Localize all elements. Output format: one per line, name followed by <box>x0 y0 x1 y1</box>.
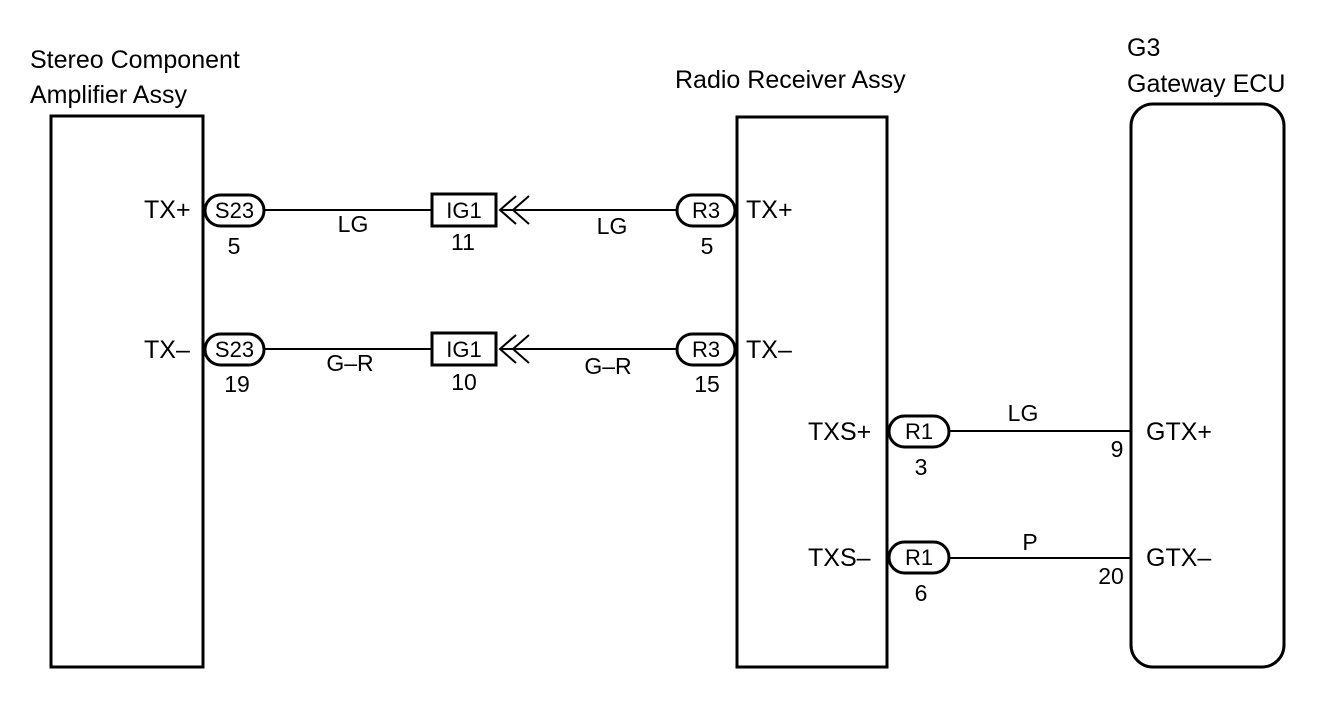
junction-ig1 <box>430 192 498 228</box>
amp-pin-label-tx-minus: TX– <box>144 336 190 364</box>
amp-pin-number: 5 <box>228 233 241 259</box>
gateway-pin-label-gtx-minus: GTX– <box>1146 544 1211 572</box>
circuit-txs-plus: TXS+ R1 3 LG 9 GTX+ <box>808 400 1212 480</box>
wire-color-left: G–R <box>326 350 373 376</box>
gateway-ecu-box <box>1129 102 1286 669</box>
connector-r3-tx-minus <box>675 332 737 367</box>
gateway-pin-label-gtx-plus: GTX+ <box>1146 418 1212 446</box>
radio-pin-label-tx-minus: TX– <box>746 336 792 364</box>
amp-pin-label-tx-plus: TX+ <box>144 196 191 224</box>
radio-receiver-box <box>735 115 889 669</box>
junction-pin-number: 10 <box>451 369 477 395</box>
radio-pin-number: 5 <box>701 233 714 259</box>
connector-s23-label: S23 <box>215 198 254 223</box>
connector-r1-label: R1 <box>905 545 933 570</box>
amplifier-title-line2: Amplifier Assy <box>30 81 187 109</box>
connector-r3-label: R3 <box>692 198 720 223</box>
radio-pin-number: 6 <box>915 580 928 606</box>
gateway-pin-number: 20 <box>1098 563 1124 589</box>
junction-label: IG1 <box>446 337 481 362</box>
connector-s23-label: S23 <box>215 337 254 362</box>
gateway-title: Gateway ECU <box>1127 70 1285 98</box>
connector-r3-tx-plus <box>675 193 737 228</box>
radio-pin-number: 3 <box>915 454 928 480</box>
wire-color-left: LG <box>338 211 369 237</box>
gateway-code: G3 <box>1127 34 1160 62</box>
circuit-txs-minus: TXS– R1 6 P 20 GTX– <box>808 529 1211 606</box>
wire-color-right: LG <box>597 213 628 239</box>
junction-label: IG1 <box>446 198 481 223</box>
radio-pin-label-txs-minus: TXS– <box>808 544 871 572</box>
amplifier-box <box>49 114 205 669</box>
wire-color-right: G–R <box>584 353 631 379</box>
junction-pin-number: 11 <box>451 229 475 255</box>
junction-ig1 <box>430 331 498 367</box>
radio-pin-label-txs-plus: TXS+ <box>808 418 871 446</box>
connector-r1-label: R1 <box>905 419 933 444</box>
circuit-tx-plus: TX+ S23 5 LG IG1 11 LG R3 5 TX+ <box>144 192 793 259</box>
wire-color: LG <box>1008 400 1039 426</box>
connector-r3-label: R3 <box>692 337 720 362</box>
amplifier-title-line1: Stereo Component <box>30 46 240 74</box>
radio-receiver-title: Radio Receiver Assy <box>675 66 906 94</box>
circuit-tx-minus: TX– S23 19 G–R IG1 10 G–R R3 15 TX– <box>144 331 792 397</box>
radio-pin-number: 15 <box>694 371 720 397</box>
radio-pin-label-tx-plus: TX+ <box>746 196 793 224</box>
gateway-pin-number: 9 <box>1111 436 1124 462</box>
wire-color: P <box>1022 529 1037 555</box>
amp-pin-number: 19 <box>224 371 250 397</box>
